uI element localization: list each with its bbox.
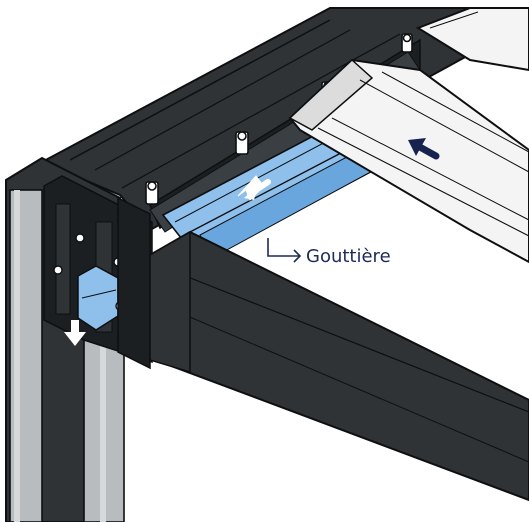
clip-2 <box>235 131 249 155</box>
callout-arrow-icon <box>293 249 302 263</box>
blade-back <box>415 7 529 72</box>
blade-front <box>288 58 529 264</box>
gutter-label: Gouttière <box>306 246 391 267</box>
callout-leader-line <box>267 238 300 257</box>
arrow-up-left-navy-icon <box>408 138 440 160</box>
clip-4 <box>401 33 413 53</box>
corner-post <box>5 156 191 522</box>
front-beam <box>149 230 529 502</box>
gutter-callout: Gouttière <box>267 238 391 267</box>
arrow-down-white-icon <box>64 320 86 346</box>
arrow-down-left-white-icon <box>237 175 271 201</box>
clip-1 <box>145 181 159 205</box>
roof-blades <box>288 7 529 264</box>
